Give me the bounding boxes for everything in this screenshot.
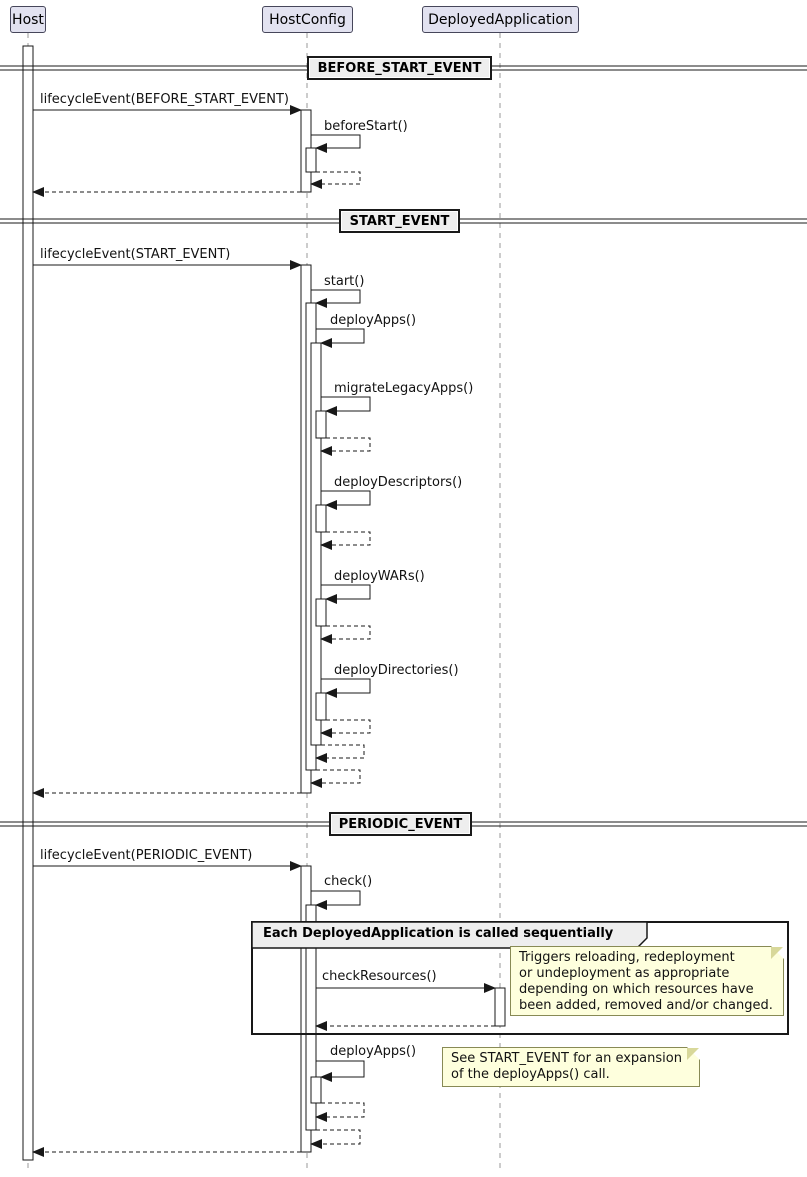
message-deployapps-periodic: deployApps() (330, 1044, 417, 1059)
message-beforestart: beforeStart() (324, 119, 408, 134)
message-checkresources: checkResources() (322, 969, 437, 984)
group-frame (251, 921, 789, 1035)
divider-lines (0, 65, 807, 827)
message-lifecycle-before-start: lifecycleEvent(BEFORE_START_EVENT) (40, 92, 289, 107)
divider-periodic-event: PERIODIC_EVENT (329, 812, 472, 836)
message-deploydescriptors: deployDescriptors() (334, 475, 463, 490)
message-check: check() (324, 874, 373, 889)
message-lifecycle-start: lifecycleEvent(START_EVENT) (40, 247, 231, 262)
return-arrows (32, 171, 495, 1157)
activation-bars (22, 45, 506, 1161)
group-header-label: Each DeployedApplication is called seque… (263, 926, 614, 941)
divider-before-start-event: BEFORE_START_EVENT (307, 56, 492, 80)
divider-start-event: START_EVENT (339, 209, 460, 233)
note-checkresources: Triggers reloading, redeployment or unde… (510, 946, 784, 1016)
lifelines (27, 33, 501, 1172)
message-start: start() (324, 274, 365, 289)
call-arrows (33, 105, 496, 1082)
message-deployapps: deployApps() (330, 313, 417, 328)
participant-hostconfig: HostConfig (262, 6, 353, 33)
message-migratelegacyapps: migrateLegacyApps() (334, 381, 474, 396)
message-deploydirectories: deployDirectories() (334, 663, 459, 678)
participant-host: Host (10, 6, 46, 33)
message-lifecycle-periodic: lifecycleEvent(PERIODIC_EVENT) (40, 848, 253, 863)
note-deployapps: See START_EVENT for an expansion of the … (442, 1047, 700, 1087)
message-deploywars: deployWARs() (334, 569, 425, 584)
participant-deployedapplication: DeployedApplication (422, 6, 579, 33)
